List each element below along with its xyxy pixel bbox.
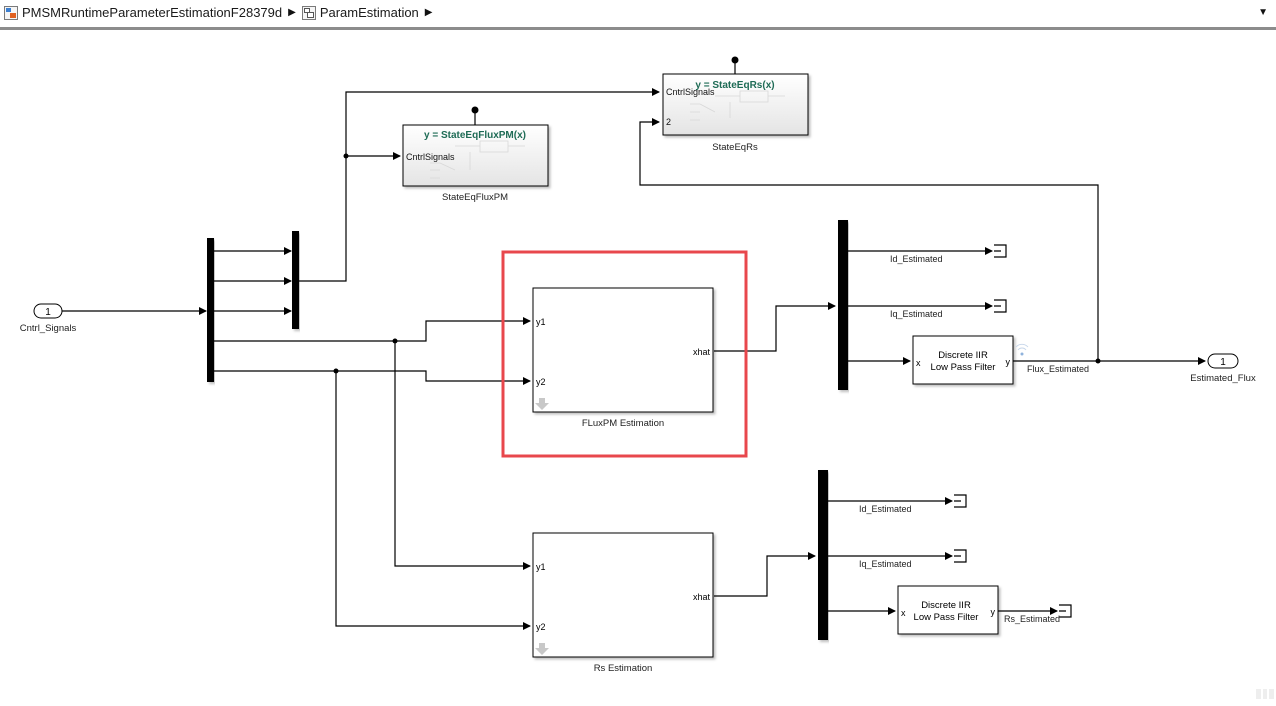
signal-line[interactable] (335, 371, 531, 630)
state-eq-rs-title: y = StateEqRs(x) (695, 80, 774, 91)
branch-point (392, 338, 398, 344)
signal-line[interactable] (298, 88, 660, 282)
filter-label: Discrete IIR (938, 350, 988, 361)
block-name: StateEqRs (712, 142, 758, 153)
breadcrumb-toolbar: PMSMRuntimeParameterEstimationF28379d ▶ … (0, 0, 1276, 30)
breadcrumb-item-subsystem[interactable]: ParamEstimation (319, 5, 419, 20)
signal-label: Id_Estimated (890, 254, 943, 264)
terminator-block[interactable] (994, 244, 1007, 258)
outport-number: 1 (1220, 357, 1226, 368)
signal-line[interactable] (213, 370, 531, 385)
signal-line[interactable] (714, 552, 816, 597)
signal-line[interactable] (639, 118, 1099, 361)
port-label: y1 (536, 562, 546, 572)
arrow-down-icon (535, 643, 549, 655)
port-label: xhat (693, 347, 711, 357)
block-diagram[interactable]: 1 Cntrl_Signals y = StateEqFluxPM(x) Cnt… (0, 30, 1276, 701)
block-preview-icon (430, 140, 525, 179)
port-label: CntrlSignals (666, 87, 715, 97)
port-label: y (991, 607, 996, 617)
chevron-down-icon[interactable]: ▼ (1258, 7, 1268, 18)
demux-block[interactable] (207, 238, 214, 382)
terminator-block[interactable] (994, 299, 1007, 313)
breadcrumb-separator-icon[interactable]: ▶ (288, 7, 296, 18)
signal-label: Iq_Estimated (859, 559, 912, 569)
block-preview-icon (690, 90, 785, 121)
signal-logging-icon[interactable] (1015, 343, 1029, 356)
state-eq-fluxpm-block[interactable]: y = StateEqFluxPM(x) CntrlSignals StateE… (402, 124, 549, 203)
function-call-port (731, 56, 739, 64)
port-label: 2 (666, 117, 671, 127)
resize-grip[interactable] (1256, 689, 1275, 699)
filter-label: Low Pass Filter (931, 362, 996, 373)
function-call-port (471, 106, 479, 114)
signal-label: Iq_Estimated (890, 309, 943, 319)
branch-point (1095, 358, 1101, 364)
arrow-down-icon (535, 398, 549, 410)
port-label: y (1006, 357, 1011, 367)
port-label: y2 (536, 622, 546, 632)
signal-label: Flux_Estimated (1027, 364, 1089, 374)
block-name: StateEqFluxPM (442, 192, 508, 203)
terminator-block[interactable] (954, 549, 967, 563)
discrete-iir-filter-bottom[interactable]: Discrete IIR Low Pass Filter x y (897, 585, 999, 635)
outport-label: Estimated_Flux (1190, 373, 1256, 384)
branch-point (343, 153, 349, 159)
block-name: Rs Estimation (594, 663, 653, 674)
filter-label: Discrete IIR (921, 600, 971, 611)
signal-line[interactable] (394, 341, 531, 570)
breadcrumb: PMSMRuntimeParameterEstimationF28379d ▶ … (4, 5, 439, 20)
highlight-box (501, 250, 748, 458)
branch-points (333, 56, 1101, 374)
terminator-block[interactable] (954, 494, 967, 508)
breadcrumb-separator-icon[interactable]: ▶ (424, 7, 433, 18)
signal-label: Id_Estimated (859, 504, 912, 514)
diagram-canvas[interactable]: 1 Cntrl_Signals y = StateEqFluxPM(x) Cnt… (0, 30, 1276, 701)
signal-label: Rs_Estimated (1004, 614, 1060, 624)
port-label: x (901, 608, 906, 618)
fluxpm-estimation-block[interactable]: y1 y2 xhat FLuxPM Estimation (532, 287, 714, 429)
terminator-block[interactable] (1059, 604, 1072, 618)
inport-label: Cntrl_Signals (20, 323, 77, 334)
signal-line[interactable] (213, 317, 531, 342)
signal-line[interactable] (714, 302, 836, 352)
port-label: CntrlSignals (406, 152, 455, 162)
demux-block[interactable] (838, 220, 848, 390)
discrete-iir-filter-top[interactable]: Discrete IIR Low Pass Filter x y (912, 335, 1014, 385)
block-name: FLuxPM Estimation (582, 418, 664, 429)
inport-number: 1 (45, 307, 51, 318)
state-eq-rs-block[interactable]: y = StateEqRs(x) CntrlSignals 2 StateEqR… (662, 73, 809, 153)
branch-point (333, 368, 339, 374)
port-label: x (916, 358, 921, 368)
inport-cntrl-signals[interactable]: 1 Cntrl_Signals (20, 303, 77, 334)
filter-label: Low Pass Filter (914, 612, 979, 623)
subsystem-icon (301, 5, 316, 20)
model-icon (4, 5, 18, 20)
mux-block[interactable] (292, 231, 299, 329)
demux-block[interactable] (818, 470, 828, 640)
outport-estimated-flux[interactable]: 1 Estimated_Flux (1190, 353, 1256, 384)
port-label: xhat (693, 592, 711, 602)
port-label: y2 (536, 377, 546, 387)
port-label: y1 (536, 317, 546, 327)
state-eq-fluxpm-title: y = StateEqFluxPM(x) (424, 130, 526, 141)
breadcrumb-item-model[interactable]: PMSMRuntimeParameterEstimationF28379d (22, 5, 283, 20)
rs-estimation-block[interactable]: y1 y2 xhat Rs Estimation (532, 532, 714, 674)
terminators-top (954, 244, 1072, 618)
